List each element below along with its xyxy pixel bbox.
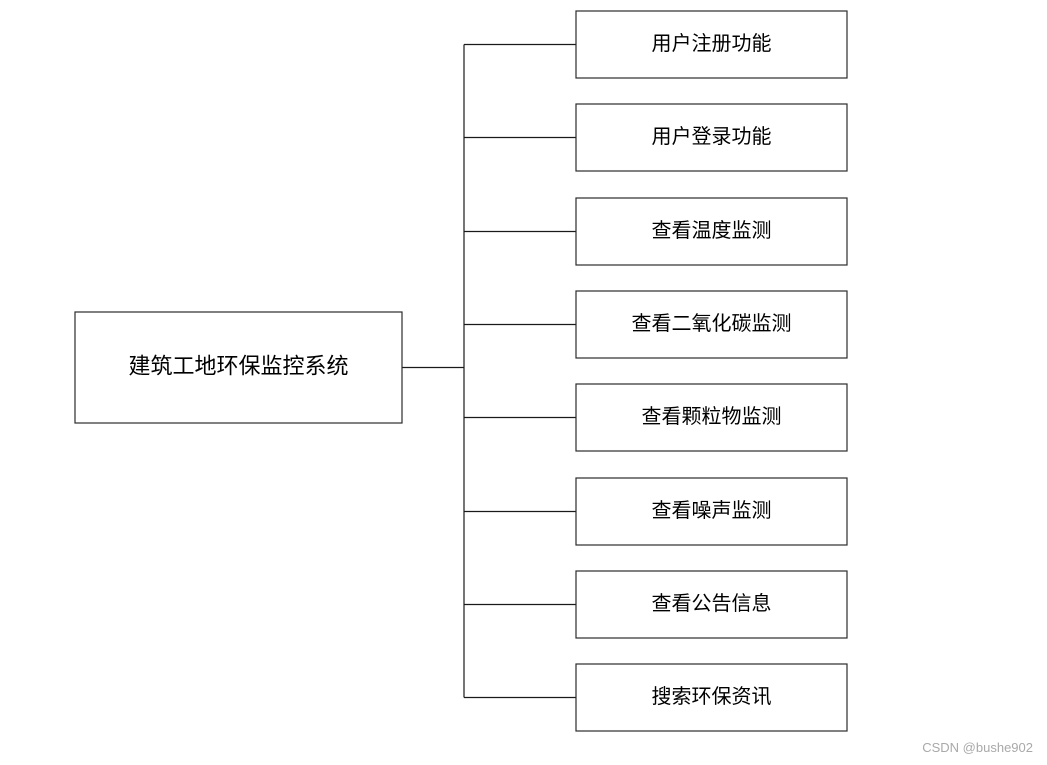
- child-node: 查看温度监测: [575, 197, 848, 266]
- child-label: 查看二氧化碳监测: [632, 311, 792, 335]
- child-label: 查看颗粒物监测: [642, 404, 782, 428]
- child-box: [575, 570, 848, 639]
- child-nodes: 用户注册功能用户登录功能查看温度监测查看二氧化碳监测查看颗粒物监测查看噪声监测查…: [575, 10, 848, 732]
- child-node: 用户登录功能: [575, 103, 848, 172]
- child-node: 查看噪声监测: [575, 477, 848, 546]
- child-box: [575, 290, 848, 359]
- child-node: 查看公告信息: [575, 570, 848, 639]
- child-label: 查看温度监测: [652, 218, 772, 242]
- child-box: [575, 663, 848, 732]
- child-node: 搜索环保资讯: [575, 663, 848, 732]
- root-box: [74, 311, 403, 424]
- child-label: 搜索环保资讯: [652, 684, 772, 708]
- child-node: 查看颗粒物监测: [575, 383, 848, 452]
- child-box: [575, 477, 848, 546]
- child-node: 查看二氧化碳监测: [575, 290, 848, 359]
- child-label: 查看噪声监测: [652, 498, 772, 522]
- child-label: 用户登录功能: [652, 124, 772, 148]
- connector-lines: [402, 43, 576, 699]
- child-label: 用户注册功能: [652, 31, 772, 55]
- child-node: 用户注册功能: [575, 10, 848, 79]
- root-node: 建筑工地环保监控系统: [74, 311, 403, 424]
- child-box: [575, 103, 848, 172]
- child-box: [575, 383, 848, 452]
- child-box: [575, 10, 848, 79]
- root-label: 建筑工地环保监控系统: [128, 355, 348, 380]
- child-label: 查看公告信息: [652, 591, 772, 615]
- child-box: [575, 197, 848, 266]
- watermark: CSDN @bushe902: [922, 740, 1033, 755]
